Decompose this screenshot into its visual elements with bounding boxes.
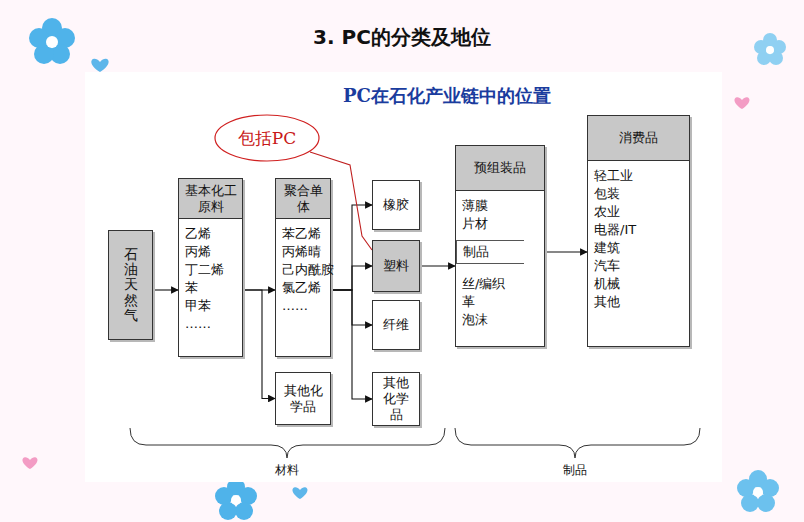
process-box: 橡胶 [372,180,420,230]
node-text: 包括PC [238,130,296,146]
material-list-box: 基本化工原料乙烯 丙烯 丁二烯 苯 甲苯 …… [178,178,243,357]
node-text: 乙烯 丙烯 丁二烯 苯 甲苯 …… [179,225,242,333]
process-box: 其他化学品 [275,372,331,425]
group-bracket [455,428,700,458]
process-box: 纤维 [372,300,420,350]
box-header: 基本化工原料 [179,179,242,219]
diagram-subtitle: PC在石化产业链中的位置 [341,84,553,108]
box-body: 轻工业 包装 农业 电器/IT 建筑 汽车 机械 其他 [588,161,689,346]
highlight-box: 塑料 [372,240,420,292]
group-bracket [130,428,445,458]
node-text: 石油天然气 [124,247,138,324]
box-header: 预组装品 [456,146,544,191]
bracket-label: 材料 [273,462,301,479]
callout-ellipse: 包括PC [214,114,320,162]
box-body: 苯乙烯 丙烯晴 己内酰胺 氯乙烯 …… [276,219,330,356]
material-list-box: 聚合单体苯乙烯 丙烯晴 己内酰胺 氯乙烯 …… [275,178,331,357]
flow-arrow [331,290,372,399]
node-text: 薄膜 片材 [456,197,544,233]
node-text: 纤维 [383,317,409,333]
flow-arrow [331,205,372,290]
node-text: 消费品 [619,130,658,146]
node-text: 预组装品 [474,160,526,176]
node-text: 橡胶 [383,197,409,213]
process-box: 其他化学品 [372,372,420,426]
node-text: 轻工业 包装 农业 电器/IT 建筑 汽车 机械 其他 [588,167,689,311]
node-text: 其他化学品 [377,375,415,423]
source-box: 石油天然气 [108,230,153,340]
consumer-list-box: 消费品轻工业 包装 农业 电器/IT 建筑 汽车 机械 其他 [587,115,690,347]
bracket-label: 制品 [561,462,589,479]
box-header: 消费品 [588,116,689,161]
node-text: 聚合单体 [280,183,326,215]
node-text: 苯乙烯 丙烯晴 己内酰胺 氯乙烯 …… [276,225,330,315]
box-header: 聚合单体 [276,179,330,219]
product-list-box: 预组装品薄膜 片材丝/编织 革 泡沫制品 [455,145,545,347]
node-text: 其他化学品 [280,383,326,415]
flow-arrow [331,266,372,290]
slide-title: 3. PC的分类及地位 [313,24,491,51]
flow-arrow [243,290,275,399]
box-body: 薄膜 片材丝/编织 革 泡沫 [456,191,544,346]
node-text: 塑料 [383,258,409,274]
slide-panel [85,72,722,482]
inner-product-box: 制品 [456,240,524,264]
background-flowers [23,18,786,520]
flow-arrow [153,289,178,290]
flow-arrow [420,265,455,266]
box-body: 乙烯 丙烯 丁二烯 苯 甲苯 …… [179,219,242,356]
node-text: 制品 [463,244,489,260]
node-text: 基本化工原料 [183,183,238,215]
node-text: 丝/编织 革 泡沫 [456,275,544,329]
